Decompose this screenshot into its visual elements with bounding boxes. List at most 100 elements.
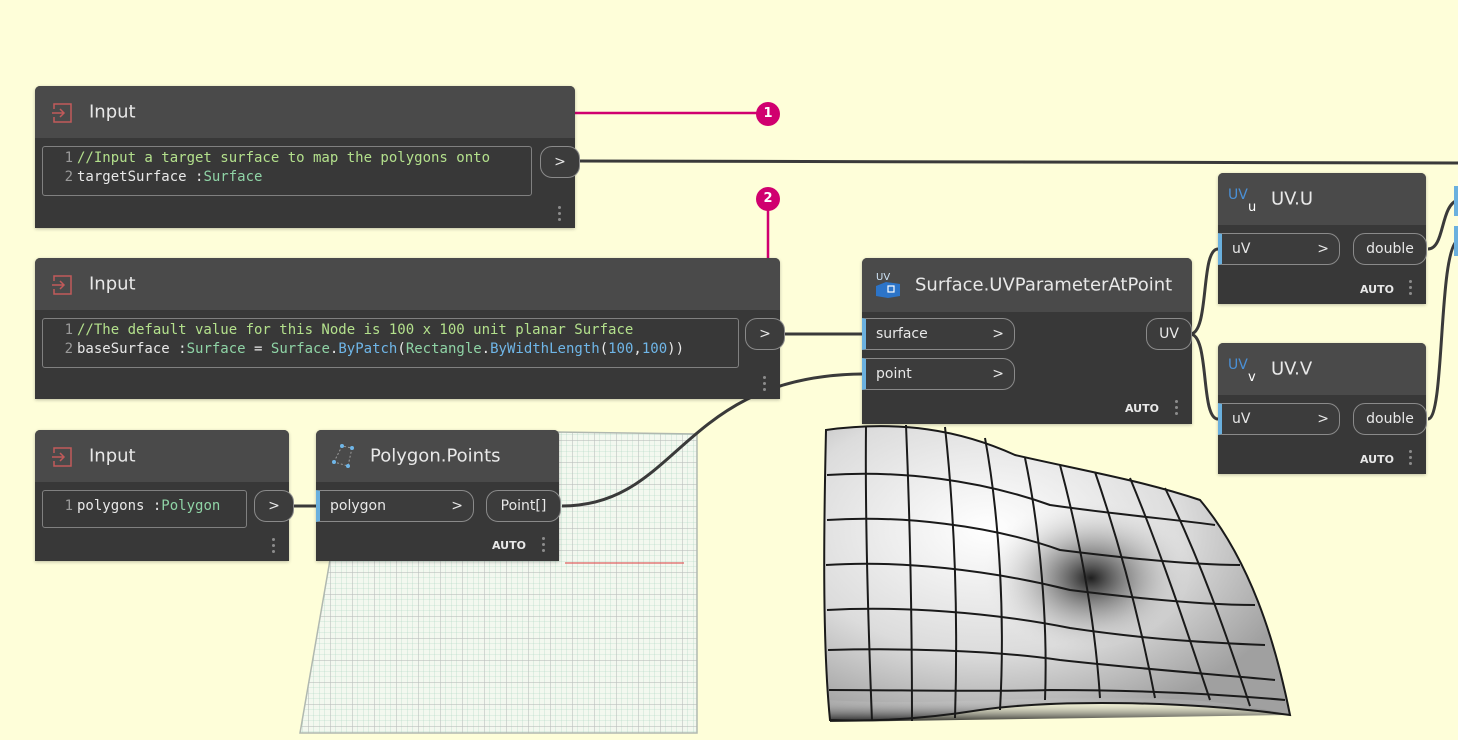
node-title: UV.V	[1271, 358, 1313, 380]
input-port-uv[interactable]: uV >	[1218, 403, 1340, 435]
port-label: uV	[1232, 411, 1251, 427]
port-arrow: >	[1317, 241, 1329, 257]
code-method: ByPatch	[338, 341, 398, 357]
output-port-points[interactable]: Point[]	[486, 490, 561, 522]
output-port[interactable]: >	[254, 490, 294, 522]
uv-u-node[interactable]: UV u UV.U uV > double AUTO	[1218, 173, 1427, 304]
output-port-uv[interactable]: UV	[1146, 318, 1192, 350]
port-arrow: >	[992, 326, 1004, 342]
node-menu-icon[interactable]	[1175, 400, 1179, 418]
lacing-label[interactable]: AUTO	[1360, 283, 1394, 296]
input-port-uv[interactable]: uV >	[1218, 233, 1340, 265]
node-header[interactable]: Input	[35, 430, 289, 482]
line-number: 1	[64, 498, 73, 514]
callout-1: 1	[756, 102, 780, 126]
port-arrow: >	[992, 366, 1004, 382]
node-menu-icon[interactable]	[1409, 450, 1413, 468]
port-label: point	[876, 366, 912, 382]
code-var: targetSurface	[77, 169, 196, 185]
code-comma: ,	[633, 341, 642, 357]
node-header[interactable]: Polygon.Points	[316, 430, 559, 482]
line-number: 2	[64, 169, 73, 185]
port-label: polygon	[330, 498, 386, 514]
code-dot: .	[481, 341, 491, 357]
node-title: Surface.UVParameterAtPoint	[915, 274, 1173, 296]
uv-v-node[interactable]: UV v UV.V uV > double AUTO	[1218, 343, 1427, 474]
node-title: Polygon.Points	[370, 445, 501, 467]
polygon-points-node[interactable]: Polygon.Points polygon > Point[] AUTO	[316, 430, 561, 561]
planar-grid-surface	[299, 431, 698, 734]
node-header[interactable]: Input	[35, 258, 780, 310]
code-class: Rectangle	[405, 341, 482, 357]
node-header[interactable]: Input	[35, 86, 575, 138]
input-port-polygon[interactable]: polygon >	[316, 490, 474, 522]
node-title: Input	[89, 445, 136, 467]
input-icon	[52, 275, 72, 295]
code-comment: //Input a target surface to map the poly…	[77, 150, 491, 166]
code-var: baseSurface	[77, 341, 179, 357]
output-port-double[interactable]: double	[1353, 403, 1427, 435]
code-method: ByWidthLength	[490, 341, 600, 357]
port-label: surface	[876, 326, 928, 342]
icon-text: UV	[1228, 187, 1248, 203]
code-number: 100	[608, 341, 634, 357]
polygon-points-icon	[332, 444, 354, 468]
code-type: Surface	[186, 341, 246, 357]
output-port[interactable]: >	[745, 318, 785, 350]
node-menu-icon[interactable]	[272, 538, 276, 556]
input-port-point[interactable]: point >	[862, 358, 1015, 390]
icon-subtext: v	[1248, 370, 1256, 385]
input-port-surface[interactable]: surface >	[862, 318, 1015, 350]
code-class: Surface	[270, 341, 330, 357]
output-port[interactable]: >	[540, 146, 580, 178]
node-header[interactable]: UV Surface.UVParameterAtPoint	[862, 258, 1192, 312]
node-header[interactable]: UV u UV.U	[1218, 173, 1426, 225]
code-paren: ))	[667, 341, 685, 357]
node-title: UV.U	[1271, 188, 1314, 210]
uv-parameter-at-point-node[interactable]: UV Surface.UVParameterAtPoint surface > p…	[862, 258, 1192, 424]
code-type: Polygon	[161, 498, 221, 514]
node-header[interactable]: UV v UV.V	[1218, 343, 1426, 395]
code-comment: //The default value for this Node is 100…	[77, 322, 634, 338]
offscreen-port-stub	[1454, 226, 1458, 256]
node-title: Input	[89, 101, 136, 123]
code-var: polygons	[77, 498, 153, 514]
lacing-label[interactable]: AUTO	[1360, 453, 1394, 466]
code-paren: (	[599, 341, 609, 357]
port-arrow: >	[451, 498, 463, 514]
output-port-double[interactable]: double	[1353, 233, 1427, 265]
code-block-editor[interactable]: 1//Input a target surface to map the pol…	[42, 146, 532, 196]
port-label: uV	[1232, 241, 1251, 257]
code-sep: :	[178, 341, 187, 357]
node-menu-icon[interactable]	[542, 537, 546, 555]
node-menu-icon[interactable]	[763, 376, 767, 394]
input-node-target-surface[interactable]: Input 1//Input a target surface to map t…	[35, 86, 580, 228]
uv-u-icon: UV u	[1228, 187, 1256, 215]
node-menu-icon[interactable]	[558, 206, 562, 224]
input-node-base-surface[interactable]: Input 1//The default value for this Node…	[35, 258, 785, 399]
code-dot: .	[329, 341, 339, 357]
lacing-label[interactable]: AUTO	[1125, 402, 1159, 415]
code-sep: :	[152, 498, 162, 514]
code-sep: :	[195, 169, 204, 185]
uv-surface-icon: UV	[876, 272, 900, 298]
line-number: 1	[64, 322, 73, 338]
icon-subtext: u	[1248, 200, 1256, 215]
node-menu-icon[interactable]	[1409, 280, 1413, 298]
code-paren: (	[397, 341, 406, 357]
port-arrow: >	[1317, 411, 1329, 427]
node-title: Input	[89, 273, 136, 295]
offscreen-port-stub	[1454, 186, 1458, 216]
line-number: 2	[64, 341, 73, 357]
uv-v-icon: UV v	[1228, 357, 1256, 385]
input-icon	[52, 103, 72, 123]
callout-2: 2	[756, 187, 780, 211]
code-block-editor[interactable]: 1//The default value for this Node is 10…	[42, 318, 739, 368]
input-icon	[52, 447, 72, 467]
lacing-label[interactable]: AUTO	[492, 539, 526, 552]
icon-text: UV	[1228, 357, 1248, 373]
code-type: Surface	[203, 169, 263, 185]
